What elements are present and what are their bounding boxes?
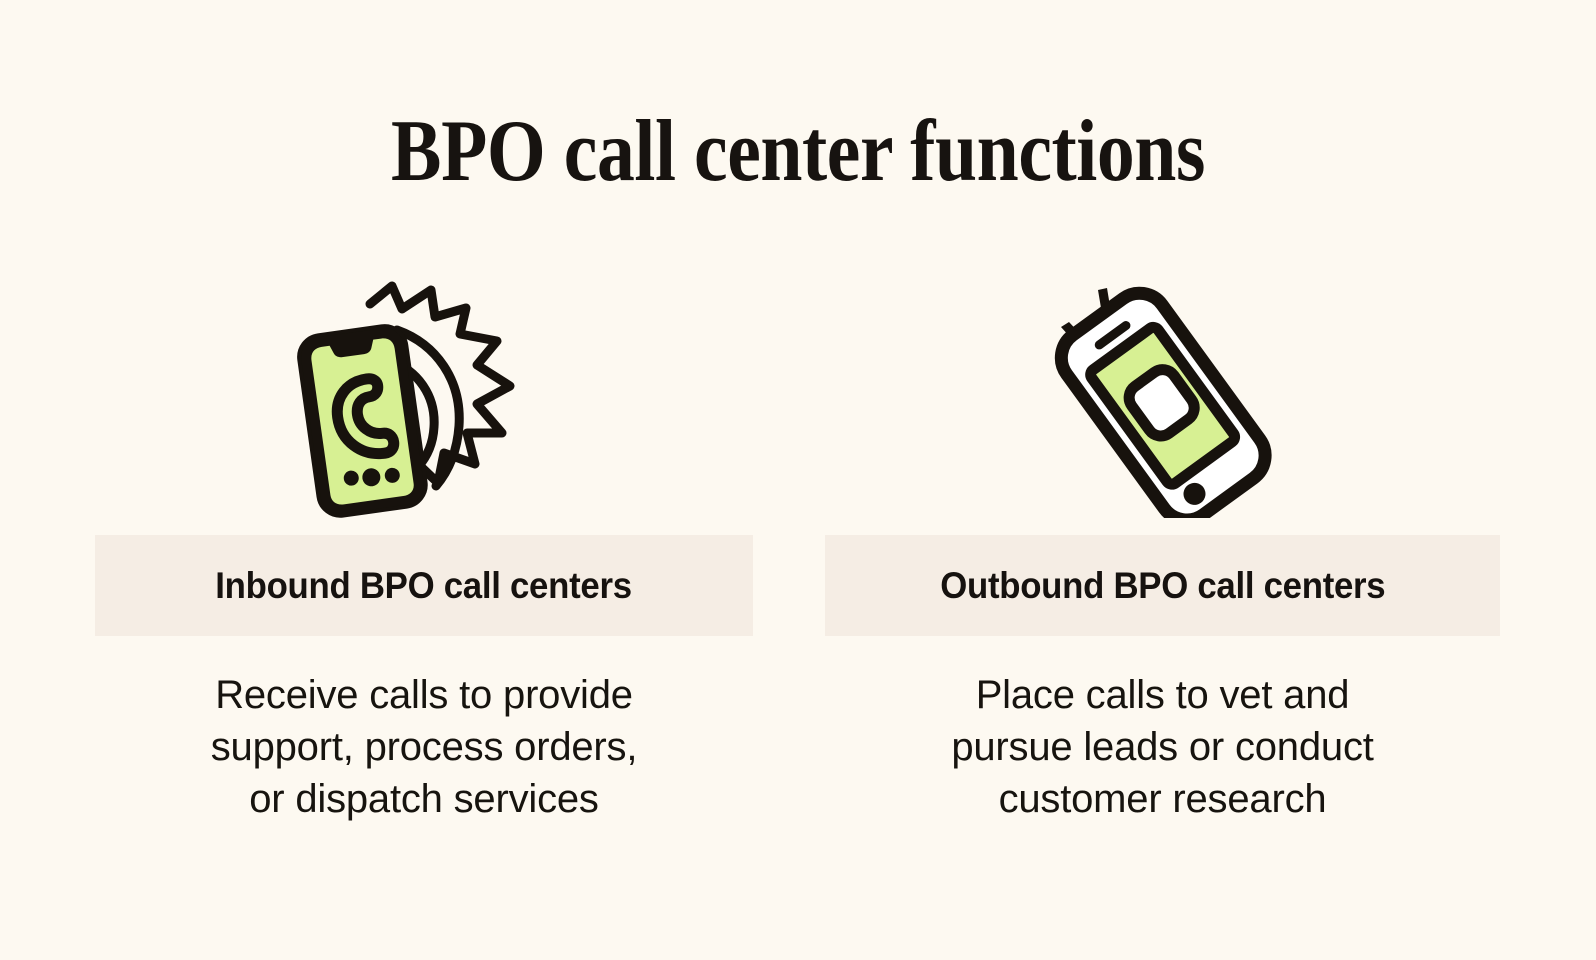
description-line: pursue leads or conduct (951, 725, 1374, 769)
column-inbound: Inbound BPO call centers Receive calls t… (95, 250, 753, 825)
description-line: support, process orders, (210, 725, 638, 769)
description-inbound: Receive calls to provide support, proces… (95, 669, 753, 825)
description-outbound: Place calls to vet and pursue leads or c… (825, 669, 1500, 825)
tilted-dialing-phone-icon (825, 250, 1500, 535)
ringing-smartphone-icon (95, 250, 753, 535)
heading-band-inbound: Inbound BPO call centers (95, 535, 753, 636)
speaker-slot (1094, 320, 1130, 349)
home-button (1182, 482, 1205, 505)
screen-dot (362, 467, 381, 486)
handset-glyph (331, 372, 400, 459)
page-title: BPO call center functions (391, 103, 1205, 200)
screen-dot (384, 467, 400, 483)
heading-outbound: Outbound BPO call centers (939, 564, 1386, 606)
description-line: customer research (998, 777, 1327, 821)
heading-inbound: Inbound BPO call centers (215, 564, 633, 606)
column-outbound: Outbound BPO call centers Place calls to… (825, 250, 1500, 825)
description-line: or dispatch services (249, 777, 599, 821)
screen-inner-shape (1123, 363, 1200, 441)
description-line: Receive calls to provide (215, 673, 633, 717)
screen-dot (343, 470, 359, 486)
heading-band-outbound: Outbound BPO call centers (825, 535, 1500, 636)
ringing-smartphone-illustration (297, 281, 515, 518)
description-line: Place calls to vet and (975, 673, 1350, 717)
tilted-dialing-phone-illustration (1054, 286, 1272, 518)
